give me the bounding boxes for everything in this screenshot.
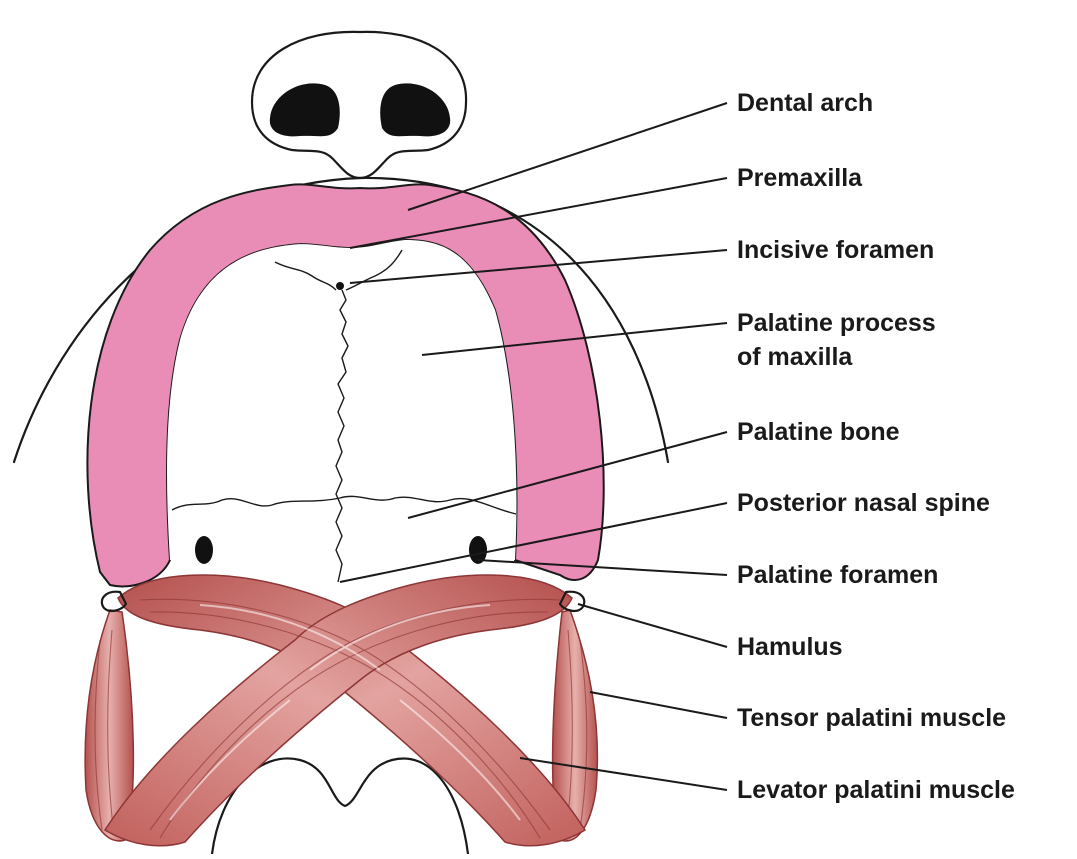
label-line: Tensor palatini muscle [737, 701, 1006, 735]
label-line: Posterior nasal spine [737, 486, 990, 520]
label-line: Premaxilla [737, 161, 862, 195]
leader-hamulus [578, 604, 727, 647]
label-posterior-nasal-spine: Posterior nasal spine [737, 486, 990, 520]
label-line: Incisive foramen [737, 233, 934, 267]
leader-tensor-palatini [590, 692, 727, 718]
label-line: Palatine foramen [737, 558, 938, 592]
left-palatine-foramen [195, 536, 213, 564]
incisive-foramen-dot [336, 282, 344, 290]
label-incisive-foramen: Incisive foramen [737, 233, 934, 267]
label-palatine-process-of-maxilla: Palatine process of maxilla [737, 306, 936, 374]
label-premaxilla: Premaxilla [737, 161, 862, 195]
label-line: Hamulus [737, 630, 843, 664]
label-hamulus: Hamulus [737, 630, 843, 664]
right-nostril [380, 83, 450, 136]
leader-palatine-foramen [478, 560, 727, 575]
label-levator-palatini-muscle: Levator palatini muscle [737, 773, 1015, 807]
label-palatine-foramen: Palatine foramen [737, 558, 938, 592]
label-dental-arch: Dental arch [737, 86, 873, 120]
left-nostril [270, 83, 340, 136]
nose [252, 32, 466, 178]
label-line: Levator palatini muscle [737, 773, 1015, 807]
label-line: of maxilla [737, 340, 936, 374]
leader-dental-arch [408, 103, 727, 210]
label-tensor-palatini-muscle: Tensor palatini muscle [737, 701, 1006, 735]
label-palatine-bone: Palatine bone [737, 415, 900, 449]
label-line: Palatine bone [737, 415, 900, 449]
label-line: Palatine process [737, 306, 936, 340]
label-line: Dental arch [737, 86, 873, 120]
